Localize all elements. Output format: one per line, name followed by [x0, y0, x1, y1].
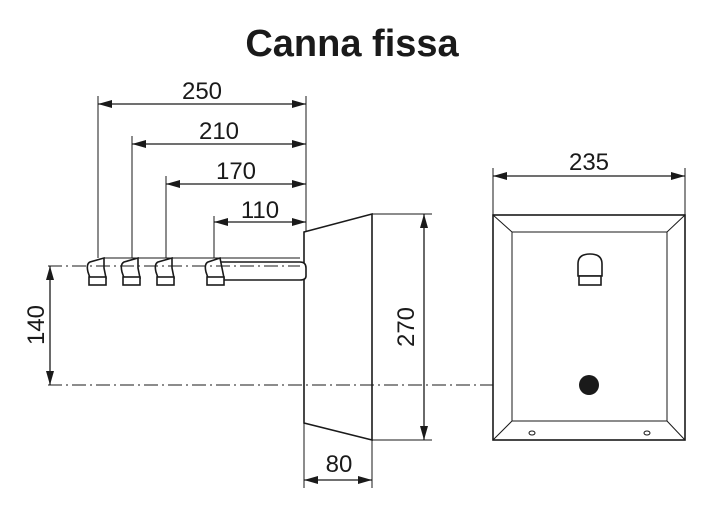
dimension-140 [46, 266, 54, 385]
dimension-80 [303, 423, 373, 488]
side-view-body [303, 212, 373, 442]
dimension-140-label: 140 [23, 305, 50, 345]
dimension-235 [492, 168, 686, 215]
dimension-250 [97, 96, 307, 258]
dimension-170-label: 170 [216, 158, 256, 185]
dimension-110 [213, 216, 306, 258]
dimension-210-label: 210 [199, 118, 239, 145]
fixing-screws [528, 430, 651, 436]
spout-tip-170 [154, 256, 175, 286]
dimension-235-label: 235 [569, 149, 609, 176]
dimension-170 [165, 176, 306, 258]
dimension-250-label: 250 [182, 78, 222, 105]
dimension-210 [131, 136, 306, 258]
front-view-plate [492, 214, 686, 441]
spout-tip-210 [120, 256, 141, 286]
front-spout-outlet [577, 253, 603, 286]
drawing-title: Canna fissa [245, 23, 459, 65]
dimension-80-label: 80 [326, 451, 353, 478]
dimension-270 [372, 213, 432, 441]
spout-tip-110 [204, 256, 225, 286]
dimension-270-label: 270 [393, 307, 420, 347]
spout-pipe [214, 261, 307, 281]
sensor-dot [579, 375, 599, 395]
dimension-110-label: 110 [241, 197, 279, 224]
spout-tip-250 [86, 256, 107, 286]
